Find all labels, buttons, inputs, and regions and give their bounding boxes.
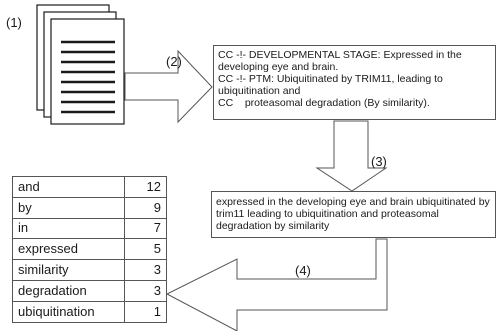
step-label-2: (2) [166,54,182,69]
word-frequency-table: and 12 by 9 in 7 expressed 5 similarity … [11,176,167,323]
word-cell: similarity [11,259,126,281]
step-label-3: (3) [371,154,387,169]
step-label-1: (1) [6,15,22,30]
count-cell: 9 [124,196,167,219]
table-row: ubiquitination 1 [11,300,167,323]
count-cell: 1 [124,300,167,323]
count-cell: 3 [124,279,167,302]
table-row: by 9 [11,196,167,219]
processed-text-box: expressed in the developing eye and brai… [211,191,496,238]
step-label-4: (4) [295,263,311,278]
document-text-lines [61,40,115,114]
table-row: degradation 3 [11,279,167,302]
word-cell: and [11,176,126,198]
count-cell: 7 [124,217,167,240]
count-cell: 12 [124,176,167,198]
word-cell: expressed [11,238,126,261]
table-row: in 7 [11,217,167,240]
count-cell: 3 [124,259,167,281]
word-cell: ubiquitination [11,300,126,323]
word-cell: in [11,217,126,240]
table-row: and 12 [11,176,167,198]
table-row: expressed 5 [11,238,167,261]
raw-record-box: CC -!- DEVELOPMENTAL STAGE: Expressed in… [213,45,496,120]
table-row: similarity 3 [11,259,167,281]
word-cell: degradation [11,279,126,302]
word-cell: by [11,196,126,219]
count-cell: 5 [124,238,167,261]
